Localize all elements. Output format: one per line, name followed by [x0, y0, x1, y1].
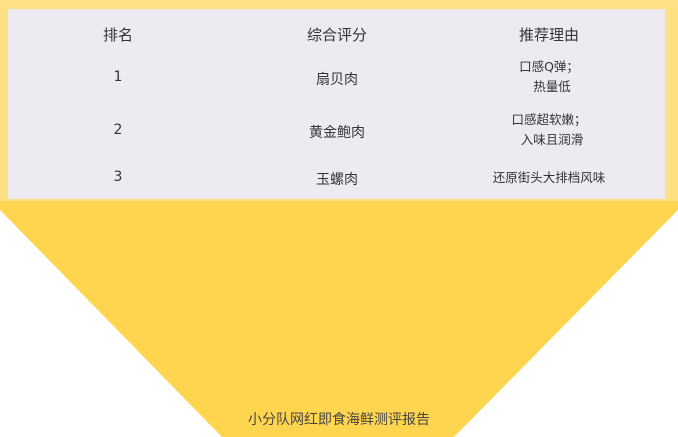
header-score: 综合评分 — [306, 26, 368, 44]
row1-item: 扇贝肉 — [316, 72, 358, 88]
ranking-table: 排名 综合评分 推荐理由 1 扇贝肉 口感Q弹； 热量低 2 黄金鲍肉 口感超软… — [8, 9, 665, 199]
reason-line: 入味且润滑 — [520, 132, 584, 147]
row1-reason: 口感Q弹； 热量低 — [519, 57, 579, 97]
row3-item: 玉螺肉 — [316, 172, 358, 188]
reason-line: 口感超软嫩； — [511, 112, 587, 127]
report-title: 小分队网红即食海鲜测评报告 — [248, 412, 430, 428]
row3-rank: 3 — [113, 169, 123, 185]
row2-item: 黄金鲍肉 — [309, 125, 365, 141]
header-rank: 排名 — [102, 26, 134, 44]
header-reason: 推荐理由 — [518, 26, 580, 44]
row2-rank: 2 — [113, 122, 123, 138]
reason-line: 热量低 — [533, 79, 571, 94]
row1-rank: 1 — [113, 69, 123, 85]
row3-reason: 还原街头大排档风味 — [492, 170, 606, 185]
reason-line: 口感Q弹； — [519, 59, 579, 74]
row2-reason: 口感超软嫩； 入味且润滑 — [511, 110, 586, 150]
